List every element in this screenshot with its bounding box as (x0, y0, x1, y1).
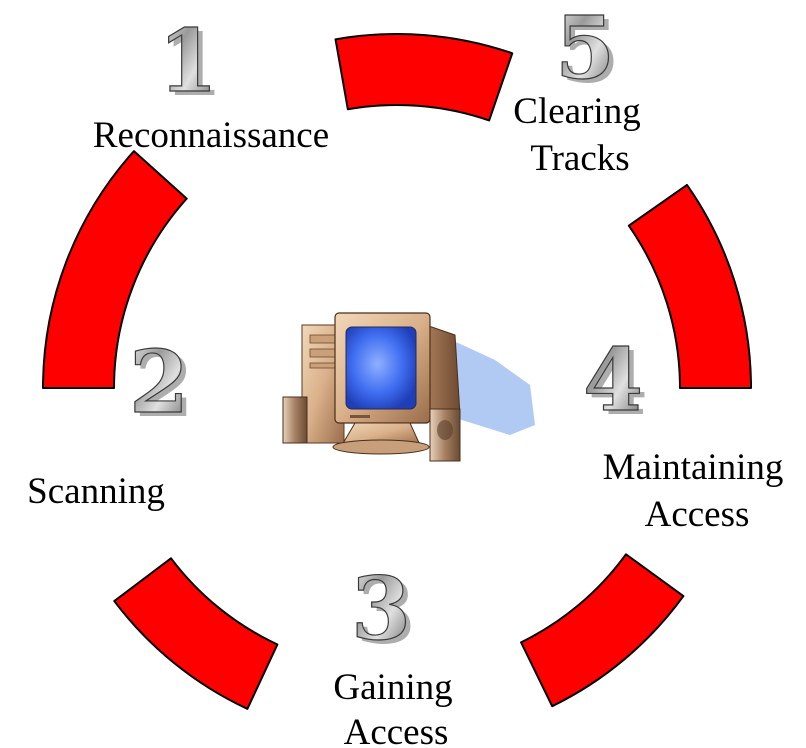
phase-number-shadow: 1 (163, 15, 223, 116)
phase-number: 2 (129, 332, 189, 433)
phase-label: Access (645, 494, 750, 535)
phase-number: 3 (351, 559, 411, 660)
phase-2: 2 2 Scanning (27, 331, 194, 512)
phase-label: Gaining (333, 667, 452, 708)
phase-5: 5 5 Clearing Tracks (513, 0, 640, 179)
phase-number: 4 (583, 330, 643, 431)
phase-label: Access (344, 712, 449, 748)
phase-number: 5 (555, 0, 615, 99)
phase-number-shadow: 4 (588, 334, 648, 435)
ring-segment (42, 150, 188, 389)
phase-4: 4 4 Maintaining Access (582, 329, 784, 535)
ring-segment (113, 557, 279, 710)
phase-number: 1 (158, 11, 218, 112)
ring-segment (334, 33, 514, 122)
phase-label: Tracks (530, 138, 629, 179)
phase-number-shadow: 2 (134, 336, 194, 437)
phase-label: Maintaining (603, 447, 784, 488)
phase-number-shadow: 3 (356, 563, 416, 664)
phase-label: Clearing (513, 91, 640, 132)
phase-3: 3 3 Gaining Access (333, 558, 452, 748)
phase-label: Scanning (27, 471, 165, 512)
ring-segment (627, 183, 752, 389)
phase-number-shadow: 5 (560, 2, 620, 103)
phase-1: 1 1 Reconnaissance (93, 10, 329, 156)
ring-segment (520, 553, 685, 708)
computer-clipart-icon (282, 312, 535, 462)
phase-label: Reconnaissance (93, 115, 329, 156)
cycle-ring (42, 33, 752, 710)
